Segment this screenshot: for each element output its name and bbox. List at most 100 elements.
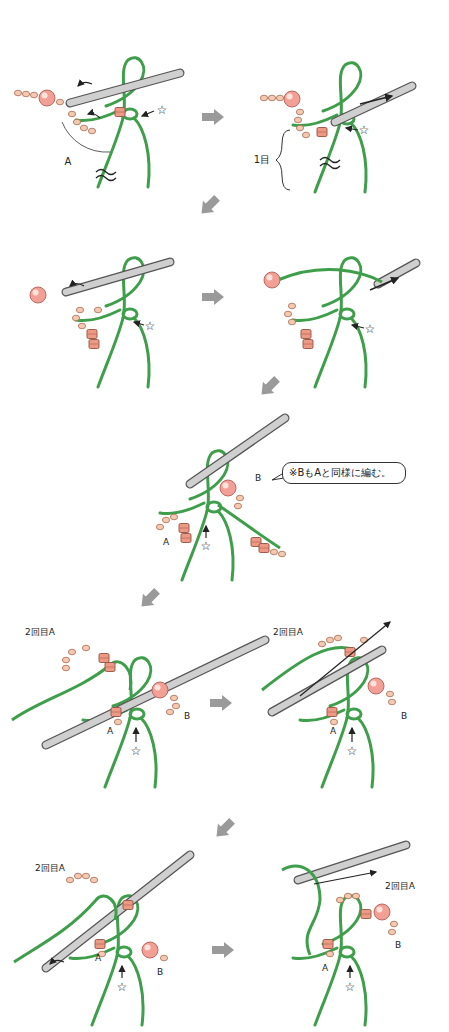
seed-bead	[56, 99, 63, 105]
pointer-arrow	[142, 111, 154, 116]
seed-bead	[326, 637, 333, 643]
step-arrow	[211, 815, 238, 842]
callout-label: 1目	[254, 155, 270, 165]
pearl-bead	[152, 682, 168, 698]
seed-bead	[236, 495, 243, 501]
callout-bubble: ※BもAと同様に編む。	[282, 462, 406, 484]
seed-bead	[336, 897, 343, 903]
panel-5	[156, 418, 285, 580]
direction-arrow	[370, 278, 398, 290]
cord-knot	[293, 258, 366, 387]
cylinder-bead	[89, 340, 99, 349]
callout-label: B	[255, 474, 261, 483]
step-arrow	[210, 695, 232, 711]
cylinder-bead	[105, 663, 115, 672]
seed-bead	[344, 893, 351, 899]
pointer-arrow	[134, 322, 144, 325]
callout-label: B	[157, 968, 163, 977]
crochet-hook	[46, 855, 190, 968]
pointer-arrow	[352, 325, 364, 328]
pearl-bead	[374, 904, 390, 920]
seed-bead	[94, 307, 101, 313]
seed-bead	[296, 125, 303, 131]
cord-knot	[293, 63, 366, 192]
callout-label: 2回目A	[25, 628, 55, 637]
callout-label: ☆	[145, 320, 156, 332]
seed-bead	[74, 873, 81, 879]
panel-8	[14, 855, 190, 1025]
callout-label: 2回目A	[385, 882, 415, 891]
break-mark	[320, 158, 340, 169]
callout-label: 2回目A	[273, 628, 303, 637]
cord	[262, 647, 355, 690]
step-arrow	[136, 585, 163, 612]
seed-bead	[62, 657, 69, 663]
cord	[12, 662, 131, 720]
seed-bead	[156, 524, 163, 530]
step-arrow	[256, 373, 283, 400]
seed-bead	[14, 90, 21, 96]
cord-knot	[76, 58, 149, 187]
seed-bead	[170, 695, 177, 701]
seed-bead	[90, 877, 97, 883]
pointer-arrow	[349, 966, 350, 978]
seed-bead	[270, 549, 277, 555]
pointer-arrow	[205, 526, 206, 538]
seed-bead	[68, 111, 75, 117]
seed-bead	[386, 691, 393, 697]
seed-bead	[30, 92, 37, 98]
crochet-hook	[335, 86, 412, 122]
cylinder-bead	[111, 708, 121, 717]
seed-bead	[76, 307, 83, 313]
seed-bead	[330, 719, 337, 725]
seed-bead	[80, 125, 87, 131]
callout-label: A	[65, 157, 72, 167]
pearl-bead	[142, 942, 158, 958]
seed-bead	[288, 319, 295, 325]
panel-7	[262, 622, 396, 787]
seed-bead	[82, 645, 89, 651]
seed-bead	[390, 921, 397, 927]
seed-bead	[334, 635, 341, 641]
callout-label: ☆	[347, 745, 358, 757]
seed-bead	[326, 951, 333, 957]
hook-outline	[46, 640, 265, 745]
pointer-arrow	[135, 728, 136, 742]
callout-label: A	[322, 964, 328, 973]
cylinder-bead	[115, 108, 125, 117]
direction-arrow	[78, 82, 92, 86]
callout-label: ☆	[345, 981, 356, 993]
seed-bead	[72, 315, 79, 321]
seed-bead	[318, 641, 325, 647]
pearl-bead	[30, 287, 46, 303]
callout-label: A	[330, 727, 336, 736]
callout-label: ☆	[201, 540, 212, 552]
cylinder-bead	[99, 654, 109, 663]
pearl-bead	[264, 272, 280, 288]
pearl-bead	[368, 678, 384, 694]
direction-arrow	[314, 872, 376, 884]
bracket	[276, 130, 290, 190]
cylinder-bead	[317, 128, 327, 137]
hook-outline	[190, 418, 285, 484]
crochet-hook	[46, 640, 265, 745]
step-arrow	[196, 192, 223, 219]
seed-bead	[284, 311, 291, 317]
direction-arrow	[50, 960, 64, 964]
cord-knot	[160, 451, 233, 580]
pearl-bead	[284, 91, 300, 107]
cylinder-bead	[303, 340, 313, 349]
pointer-arrow	[121, 966, 122, 978]
crochet-hook	[70, 73, 180, 103]
direction-arrow	[300, 622, 390, 696]
callout-label: ☆	[131, 745, 142, 757]
panel-2	[260, 63, 412, 192]
cylinder-bead	[323, 940, 333, 949]
seed-bead	[278, 551, 285, 557]
seed-bead	[114, 719, 121, 725]
callout-label: A	[163, 538, 169, 547]
panel-1	[14, 58, 180, 187]
cylinder-bead	[327, 708, 337, 717]
callout-label: B	[401, 712, 407, 721]
